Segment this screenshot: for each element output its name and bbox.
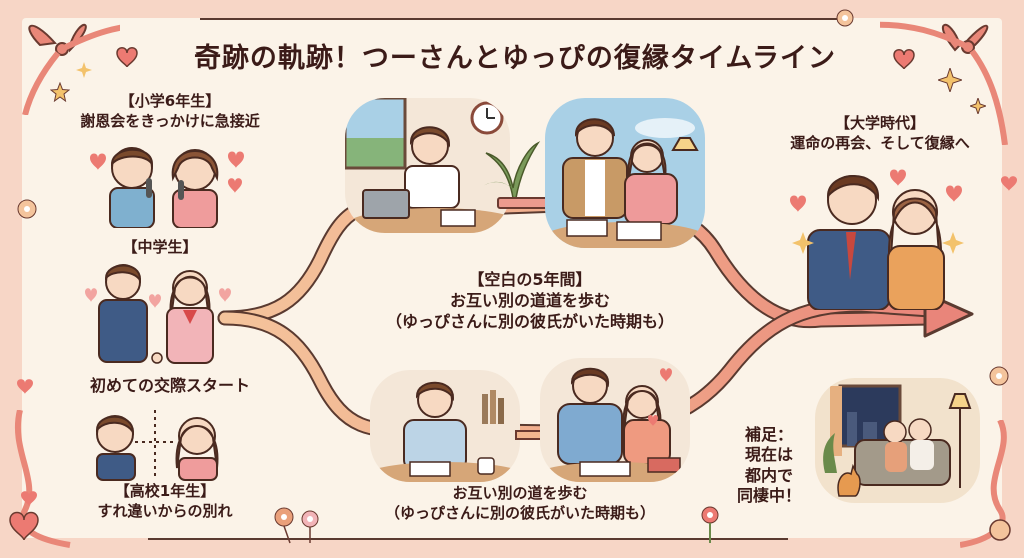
upper-scene-couple-studying (545, 98, 705, 248)
cat-icon (837, 463, 861, 497)
heart-icon (116, 47, 138, 68)
page-title: 奇跡の軌跡！つーさんとゆっぴの復縁タイムライン (193, 43, 837, 74)
divider-top (200, 18, 840, 20)
sparkle-icon (942, 232, 964, 254)
heart-icon (790, 195, 806, 212)
flower-icon (274, 507, 319, 544)
lower-scene-boy-thinking (370, 370, 520, 482)
plant-icon (483, 141, 541, 199)
plant-icon (823, 433, 837, 473)
stage-caption: すれ違いからの別れ (97, 501, 233, 520)
lower-scene-couple-laughing (540, 358, 690, 482)
note-line: 同棲中！ (736, 486, 801, 506)
stage-heading: 【大学時代】 (834, 114, 925, 132)
sparkle-icon (76, 62, 92, 78)
sparkle-icon (970, 98, 986, 114)
heart-icon (90, 153, 106, 170)
flower-icon (989, 519, 1011, 541)
stage-caption: お互い別の道を歩む (452, 484, 588, 502)
heart-icon (85, 288, 97, 302)
ribbon-bow-icon (22, 24, 120, 115)
heart-icon (21, 491, 37, 506)
stage-blank-years-label: 【空白の5年間】 お互い別の道道を歩む （ゆっぴさんに別の彼氏がいた時期も） (360, 270, 700, 332)
heart-icon (228, 151, 244, 168)
stage-subcaption: （ゆっぴさんに別の彼氏がいた時期も） (384, 503, 655, 522)
heart-icon (1001, 176, 1017, 191)
heart-icon (17, 379, 33, 394)
lower-path-label: お互い別の道を歩む （ゆっぴさんに別の彼氏がいた時期も） (360, 484, 680, 523)
ribbon-bow-icon (880, 21, 1008, 145)
note-line: 都内で (744, 465, 793, 485)
lamp-icon (671, 137, 699, 151)
stage-elementary-label: 【小学6年生】 謝恩会をきっかけに急接近 (40, 92, 300, 131)
note-line: 現在は (744, 445, 793, 465)
heart-icon (946, 185, 962, 202)
heart-icon (660, 368, 672, 382)
divider-bottom (148, 538, 788, 540)
heart-icon (228, 178, 242, 193)
stage-caption: 謝恩会をきっかけに急接近 (80, 111, 260, 130)
stage-middle-school-heading: 【中学生】 (122, 238, 198, 256)
sparkle-icon (792, 232, 814, 254)
ribbon-corner-icon (9, 410, 71, 548)
heart-icon (9, 511, 39, 541)
flower-icon (989, 366, 1009, 386)
stage-middle-school-caption: 初めての交際スタート (89, 376, 250, 395)
heart-icon (648, 415, 658, 426)
stage-university-label: 【大学時代】 運命の再会、そして復縁へ (750, 114, 1010, 153)
flower-icon (17, 199, 37, 219)
note-label: 補足： 現在は 都内で 同棲中！ (734, 425, 804, 507)
stage-caption: 運命の再会、そして復縁へ (790, 133, 970, 152)
laptop-icon (362, 189, 410, 219)
flower-icon (701, 506, 719, 543)
elementary-kids-illustration (90, 147, 244, 228)
high-school-breakup-illustration (95, 410, 219, 481)
ribbon-corner-icon (960, 420, 1011, 548)
stage-heading: 【小学6年生】 (119, 92, 221, 110)
stage-subcaption: （ゆっぴさんに別の彼氏がいた時期も） (385, 311, 674, 331)
upper-scene-boy-studying (345, 98, 510, 233)
stage-heading: 【高校1年生】 (114, 482, 216, 500)
note-line: 補足： (744, 425, 793, 444)
heart-icon (890, 169, 906, 186)
stage-heading: 【空白の5年間】 (468, 270, 592, 289)
sparkle-icon (938, 68, 962, 92)
stage-high-school-label: 【高校1年生】 すれ違いからの別れ (50, 482, 280, 521)
heart-icon (219, 288, 231, 302)
heart-icon (149, 294, 161, 308)
heart-icon (893, 49, 915, 70)
lamp-icon (948, 393, 972, 409)
star-icon (50, 82, 70, 102)
stage-caption: お互い別の道道を歩む (449, 290, 610, 310)
flower-icon (836, 9, 854, 27)
university-couple-illustration (790, 169, 964, 310)
middle-school-couple-illustration (85, 264, 231, 364)
living-room-scene (815, 378, 980, 503)
